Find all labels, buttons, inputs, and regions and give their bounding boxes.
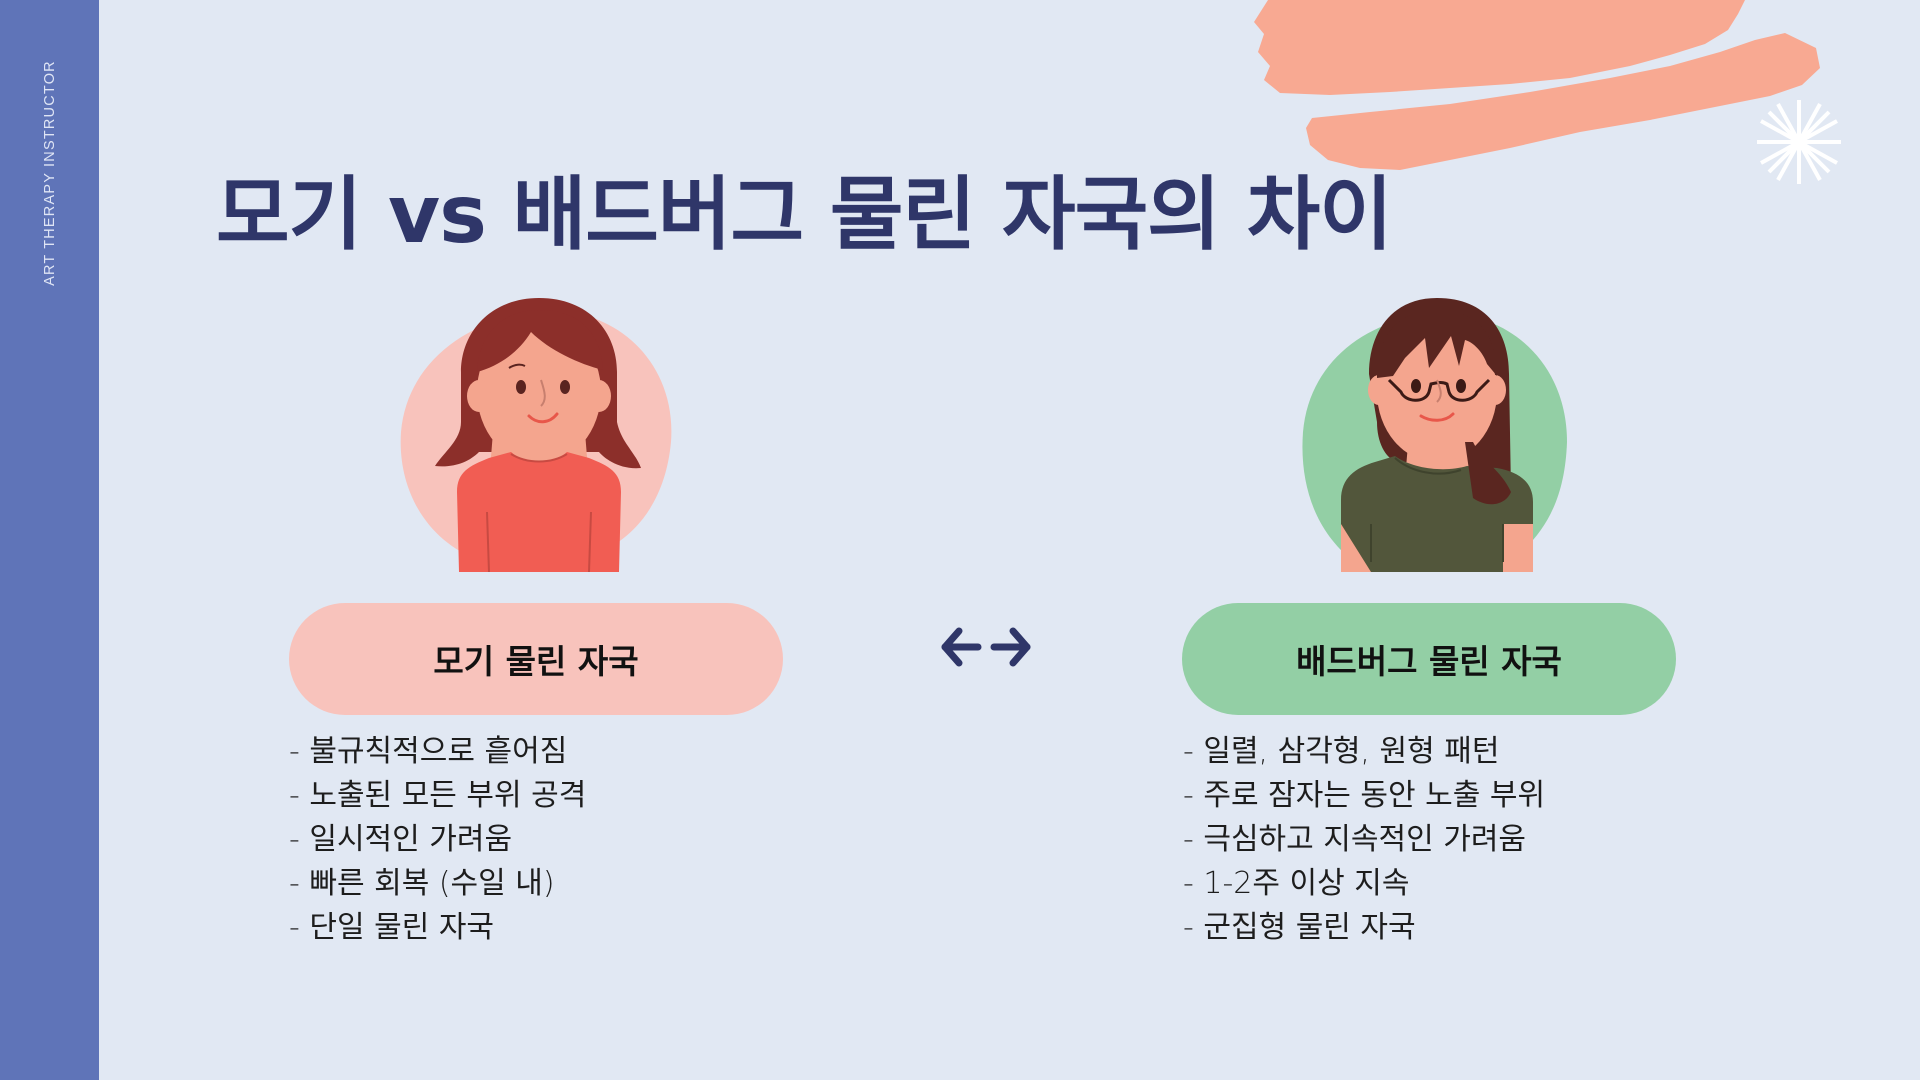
sparkle-icon <box>1757 100 1841 184</box>
bedbug-bite-heading: 배드버그 물린 자국 <box>1182 603 1676 715</box>
woman-avatar-red-sweater <box>400 298 672 572</box>
page-title: 모기 vs 배드버그 물린 자국의 차이 <box>216 168 1393 261</box>
list-item: - 군집형 물린 자국 <box>1183 910 1416 945</box>
mosquito-bite-list: - 불규칙적으로 흩어짐 - 노출된 모든 부위 공격 - 일시적인 가려움 -… <box>289 730 586 950</box>
list-item: - 노출된 모든 부위 공격 <box>289 778 587 813</box>
mosquito-bite-heading: 모기 물린 자국 <box>289 603 783 715</box>
left-right-arrows-icon <box>941 627 1031 667</box>
list-item: - 주로 잠자는 동안 노출 부위 <box>1183 778 1546 813</box>
bedbug-bite-list: - 일렬, 삼각형, 원형 패턴 - 주로 잠자는 동안 노출 부위 - 극심하… <box>1183 730 1545 950</box>
mosquito-bite-heading-label: 모기 물린 자국 <box>433 642 639 681</box>
bedbug-bite-heading-label: 배드버그 물린 자국 <box>1296 642 1562 681</box>
sidebar: ART THERAPY INSTRUCTOR <box>0 0 99 1080</box>
list-item: - 빠른 회복 (수일 내) <box>289 866 555 901</box>
list-item: - 단일 물린 자국 <box>289 910 495 945</box>
sidebar-label: ART THERAPY INSTRUCTOR <box>42 60 58 286</box>
list-item: - 불규칙적으로 흩어짐 <box>289 734 568 769</box>
list-item: - 1-2주 이상 지속 <box>1183 866 1410 901</box>
brush-stroke-decoration <box>1254 0 1820 170</box>
woman-avatar-glasses-green-shirt <box>1302 298 1567 572</box>
list-item: - 일시적인 가려움 <box>289 822 513 857</box>
list-item: - 일렬, 삼각형, 원형 패턴 <box>1183 734 1500 769</box>
list-item: - 극심하고 지속적인 가려움 <box>1183 822 1527 857</box>
